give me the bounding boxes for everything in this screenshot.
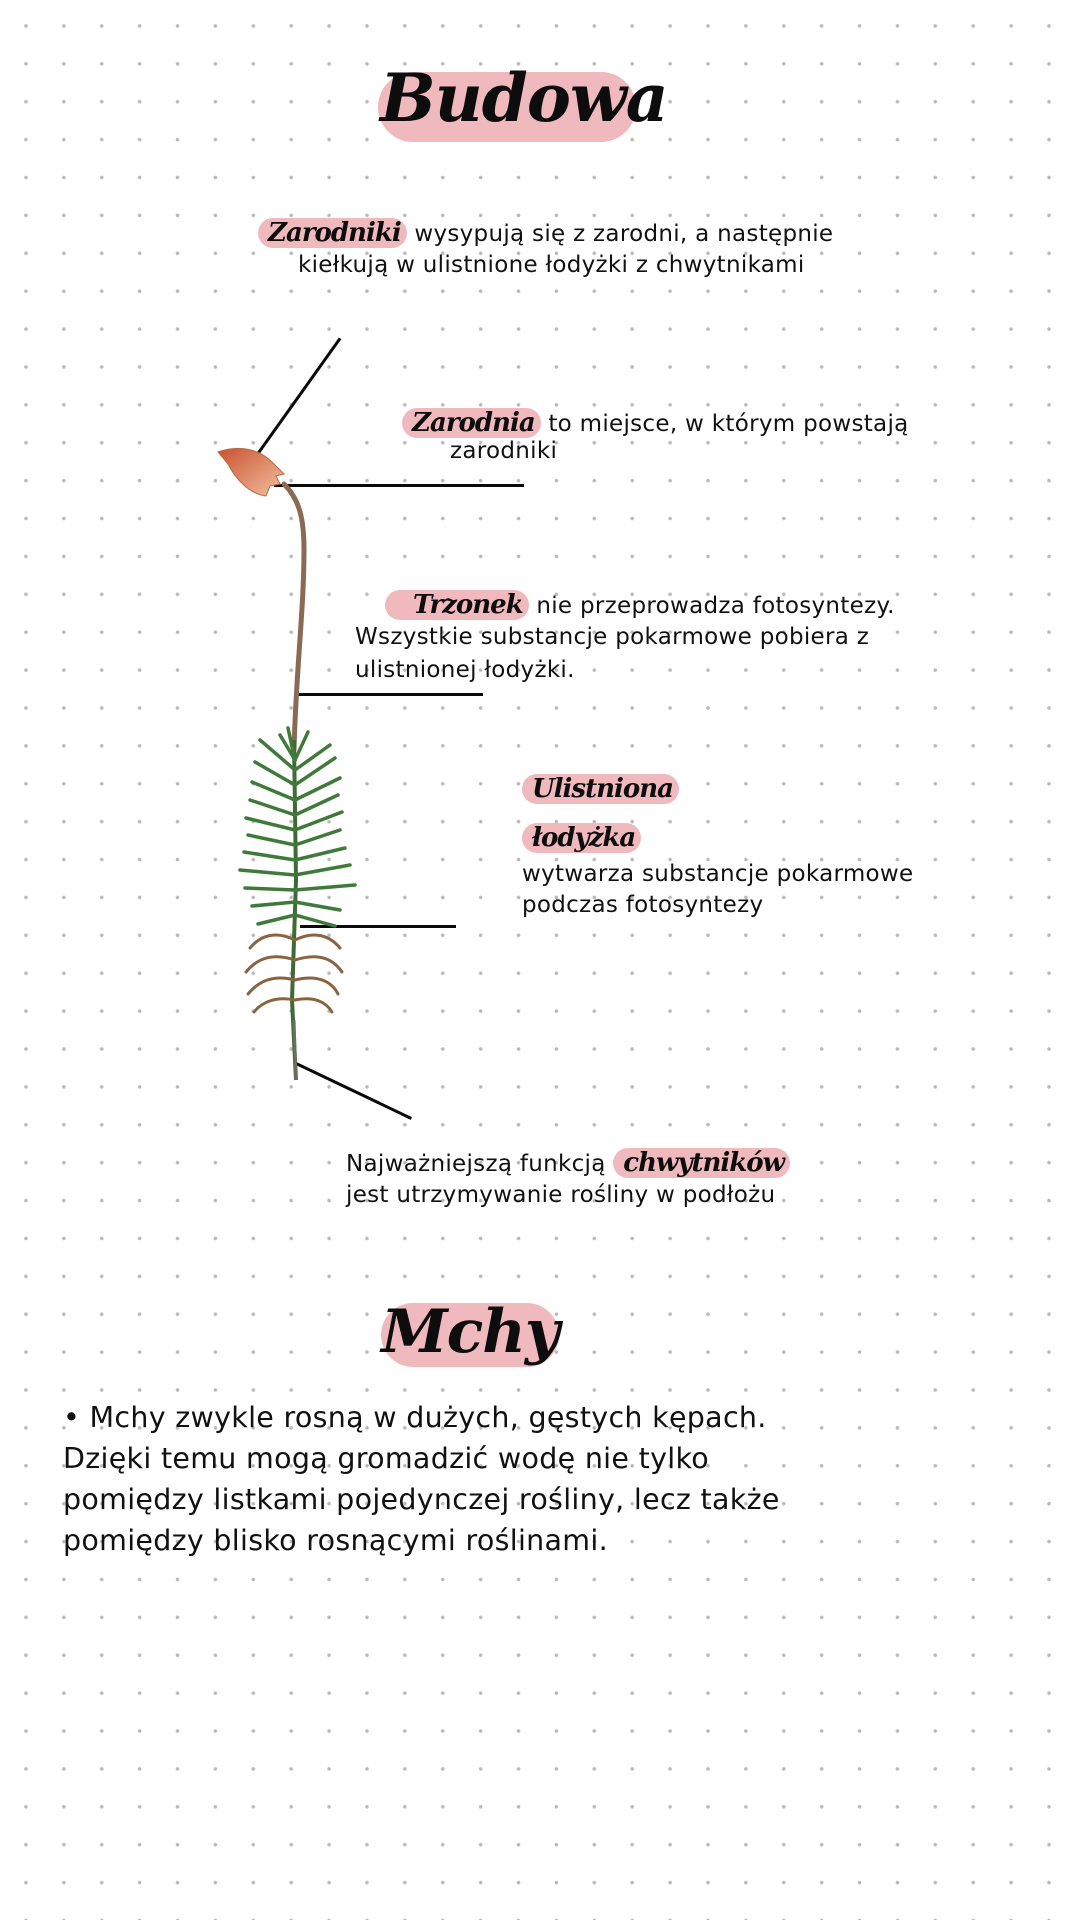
trzonek-line2: Wszystkie substancje pokarmowe pobiera z xyxy=(355,624,870,650)
trzonek-connector-line xyxy=(295,693,483,696)
trzonek-annotation: Trzonek nie przeprowadza fotosyntezy. Ws… xyxy=(355,590,975,686)
trzonek-line3: ulistnionej łodyżki. xyxy=(355,657,575,683)
mchy-paragraph: • Mchy zwykle rosną w dużych, gęstych kę… xyxy=(63,1397,843,1561)
mchy-line-4: pomiędzy blisko rosnącymi roślinami. xyxy=(63,1524,608,1557)
mchy-line-1: Mchy zwykle rosną w dużych, gęstych kępa… xyxy=(89,1401,767,1434)
moss-plant-illustration-icon xyxy=(217,447,357,1081)
chwytniki-term: chwytników xyxy=(613,1148,791,1178)
zarodnia-annotation: Zarodnia to miejsce, w którym powstają z… xyxy=(402,408,962,467)
lodyzka-line2: podczas fotosyntezy xyxy=(522,892,764,918)
zarodnia-line2: zarodniki xyxy=(450,438,558,464)
lodyzka-line1: wytwarza substancje pokarmowe xyxy=(522,861,914,887)
trzonek-line1: nie przeprowadza fotosyntezy. xyxy=(536,593,895,619)
lodyzka-term-line2: łodyżka xyxy=(522,823,642,853)
budowa-heading-highlight xyxy=(378,72,636,142)
mchy-heading-highlight xyxy=(381,1303,559,1367)
lodyzka-annotation: Ulistniona łodyżka wytwarza substancje p… xyxy=(522,774,962,921)
zarodnia-line1: to miejsce, w którym powstają xyxy=(548,411,909,437)
chwytniki-line2: jest utrzymywanie rośliny w podłożu xyxy=(346,1182,776,1208)
zarodniki-annotation: Zarodniki wysypują się z zarodni, a nast… xyxy=(258,218,878,281)
trzonek-term: Trzonek xyxy=(385,590,529,620)
zarodnia-connector-line xyxy=(274,484,524,487)
budowa-heading: Budowa xyxy=(380,59,669,137)
chwytniki-prefix: Najważniejszą funkcją xyxy=(346,1151,606,1177)
mchy-heading: Mchy xyxy=(381,1297,559,1367)
chwytniki-annotation: Najważniejszą funkcją chwytników jest ut… xyxy=(346,1148,866,1211)
bullet-icon: • xyxy=(63,1401,81,1434)
zarodnia-term: Zarodnia xyxy=(402,408,541,438)
mchy-line-3: pomiędzy listkami pojedynczej rośliny, l… xyxy=(63,1483,780,1516)
zarodniki-line1: wysypują się z zarodni, a następnie xyxy=(414,221,834,247)
zarodniki-line2: kiełkują w ulistnione łodyżki z chwytnik… xyxy=(298,252,805,278)
lodyzka-connector-line xyxy=(300,925,456,928)
mchy-line-2: Dzięki temu mogą gromadzić wodę nie tylk… xyxy=(63,1442,709,1475)
lodyzka-term-line1: Ulistniona xyxy=(522,774,679,804)
zarodniki-term: Zarodniki xyxy=(258,218,407,248)
